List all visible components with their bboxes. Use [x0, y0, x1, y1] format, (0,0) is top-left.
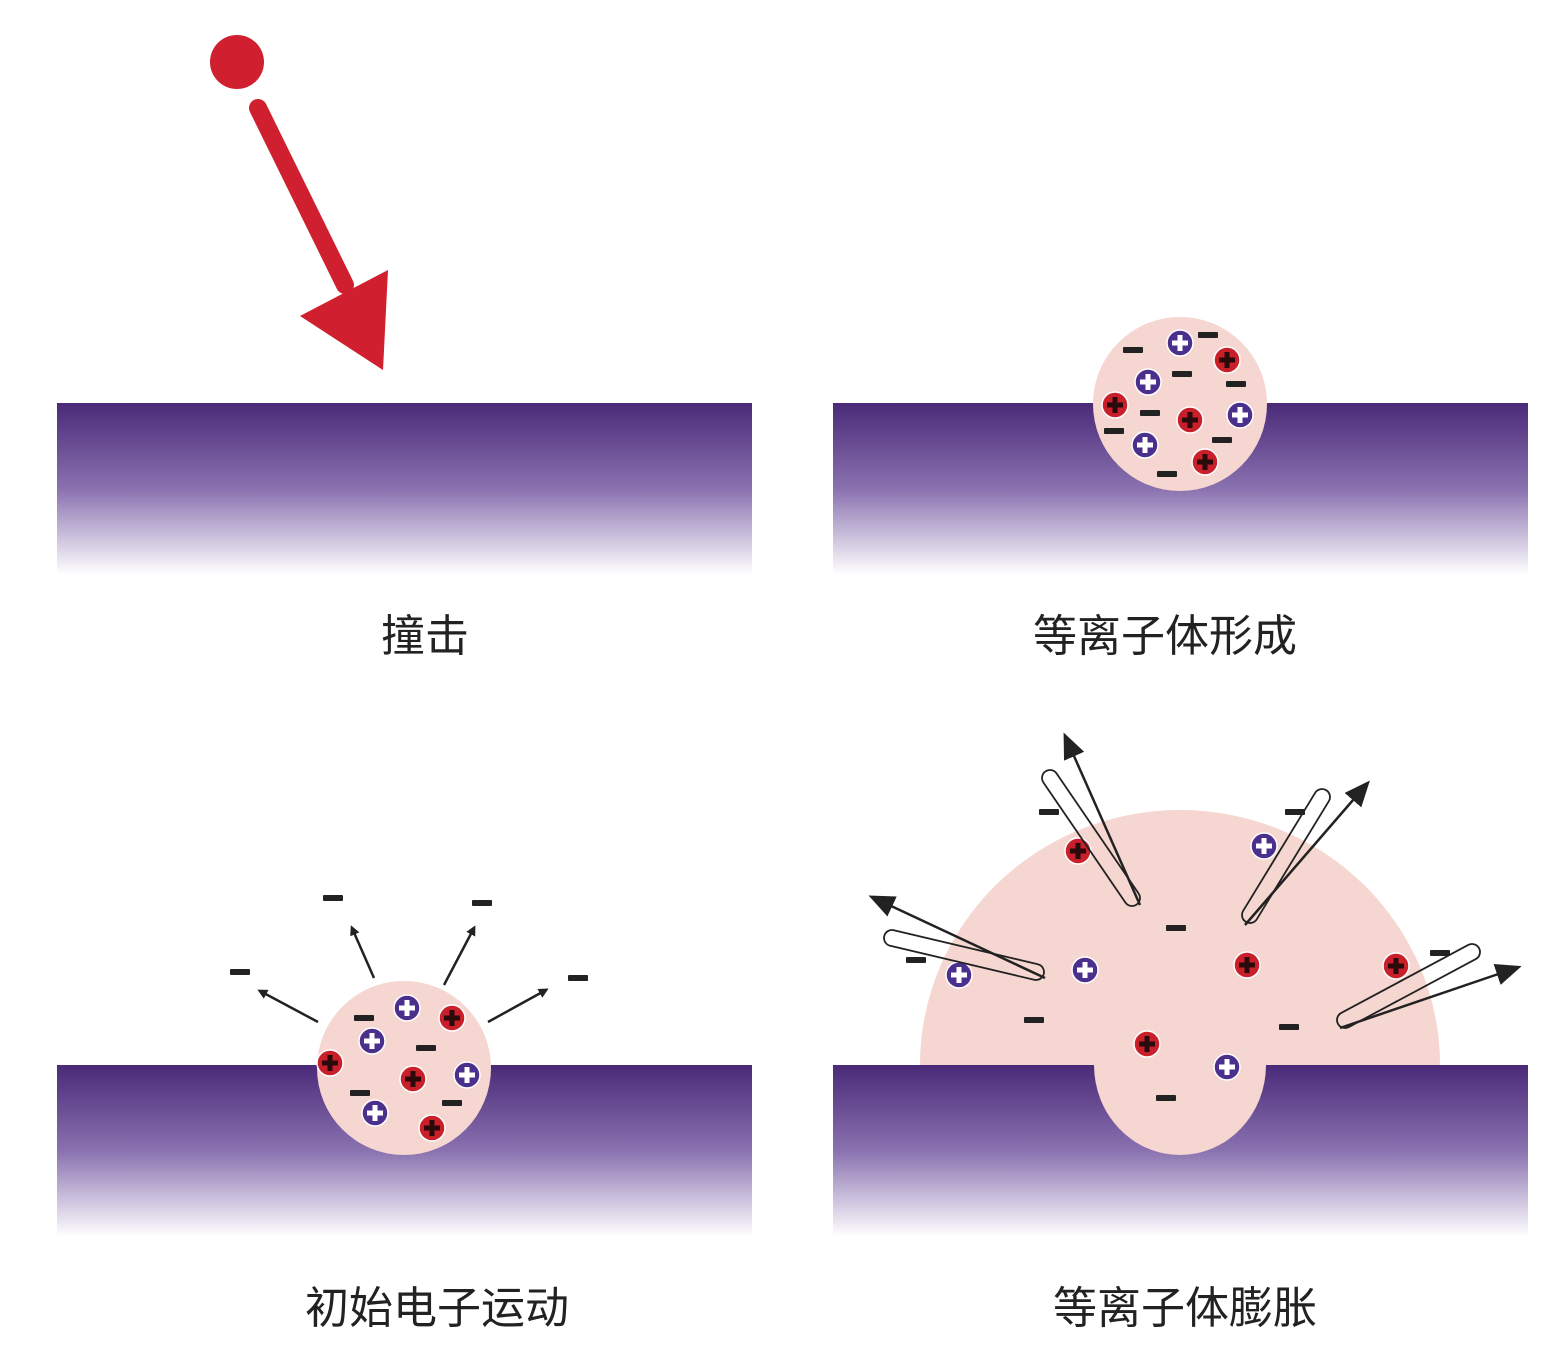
electron-minus: [1123, 347, 1143, 353]
positive-ion-red: [316, 1049, 344, 1077]
positive-ion-blue: [1213, 1053, 1241, 1081]
positive-ion-red: [418, 1114, 446, 1142]
positive-ion-blue: [1166, 329, 1194, 357]
plus-icon: [1224, 352, 1230, 368]
electron-minus: [1140, 410, 1160, 416]
plus-icon: [1144, 1036, 1150, 1052]
positive-ion-red: [1213, 346, 1241, 374]
electron-minus: [1157, 471, 1177, 477]
positive-ion-blue: [393, 994, 421, 1022]
trajectory-arrow: [442, 925, 476, 986]
plus-icon: [1145, 374, 1151, 390]
electron-path-loop: [1041, 769, 1141, 907]
plasma-crater: [1094, 975, 1266, 1155]
electron-minus: [1198, 332, 1218, 338]
trajectory-arrow: [487, 988, 549, 1024]
plus-icon: [410, 1071, 416, 1087]
plus-icon: [429, 1120, 435, 1136]
plus-icon: [1261, 838, 1267, 854]
plus-icon: [1187, 412, 1193, 428]
electron-minus: [230, 969, 250, 975]
positive-ion-blue: [361, 1099, 389, 1127]
plus-icon: [1244, 957, 1250, 973]
positive-ion-blue: [453, 1061, 481, 1089]
electron-minus: [323, 895, 343, 901]
plus-icon: [372, 1105, 378, 1121]
plus-icon: [956, 967, 962, 983]
positive-ion-red: [1233, 951, 1261, 979]
positive-ion-red: [1191, 448, 1219, 476]
panel-label-plasma-expansion: 等离子体膨胀: [1053, 1283, 1317, 1334]
plasma-dome: [920, 810, 1440, 1065]
plus-icon: [1237, 407, 1243, 423]
trajectory-arrow: [257, 989, 319, 1024]
positive-ion-blue: [1226, 401, 1254, 429]
plus-icon: [1075, 843, 1081, 859]
positive-ion-red: [399, 1065, 427, 1093]
plus-icon: [464, 1067, 470, 1083]
panel-label-impact: 撞击: [381, 611, 469, 662]
positive-ion-blue: [358, 1027, 386, 1055]
electron-minus: [442, 1100, 462, 1106]
plus-icon: [1177, 335, 1183, 351]
plus-icon: [404, 1000, 410, 1016]
plus-icon: [1393, 958, 1399, 974]
electron-minus: [1039, 809, 1059, 815]
electron-minus: [1104, 428, 1124, 434]
electron-minus: [1226, 381, 1246, 387]
positive-ion-blue: [1071, 956, 1099, 984]
trajectory-arrow: [1339, 964, 1522, 1030]
plus-icon: [1224, 1059, 1230, 1075]
electron-minus: [1166, 925, 1186, 931]
electron-minus: [1172, 371, 1192, 377]
plus-icon: [1082, 962, 1088, 978]
panel-label-initial-electron-motion: 初始电子运动: [305, 1283, 569, 1334]
plus-icon: [369, 1033, 375, 1049]
substrate: [57, 403, 752, 575]
electron-minus: [568, 975, 588, 981]
panel-label-plasma-formation: 等离子体形成: [1033, 611, 1297, 662]
positive-ion-red: [438, 1004, 466, 1032]
trajectory-arrow: [1063, 732, 1142, 906]
positive-ion-red: [1064, 837, 1092, 865]
electron-minus: [1156, 1095, 1176, 1101]
positive-ion-blue: [1131, 431, 1159, 459]
electron-minus: [354, 1015, 374, 1021]
electron-path-loop: [883, 929, 1045, 981]
electron-minus: [472, 900, 492, 906]
plus-icon: [1202, 454, 1208, 470]
plus-icon: [1142, 437, 1148, 453]
plus-icon: [1112, 397, 1118, 413]
positive-ion-blue: [1250, 832, 1278, 860]
electron-minus: [1285, 809, 1305, 815]
plus-icon: [449, 1010, 455, 1026]
positive-ion-blue: [1134, 368, 1162, 396]
electron-path-loop: [1241, 788, 1331, 924]
projectile-arrow-head: [300, 270, 388, 370]
projectile-particle: [210, 35, 264, 89]
positive-ion-blue: [945, 961, 973, 989]
electron-minus: [350, 1090, 370, 1096]
trajectory-arrow: [350, 925, 376, 979]
electron-minus: [906, 957, 926, 963]
electron-minus: [1430, 950, 1450, 956]
positive-ion-red: [1176, 406, 1204, 434]
electron-minus: [1212, 437, 1232, 443]
trajectory-arrow: [868, 895, 1046, 980]
trajectory-arrow: [1244, 780, 1370, 926]
electron-minus: [1024, 1017, 1044, 1023]
positive-ion-red: [1101, 391, 1129, 419]
positive-ion-red: [1382, 952, 1410, 980]
electron-path-loop: [1336, 943, 1481, 1029]
electron-minus: [1279, 1024, 1299, 1030]
electron-minus: [416, 1045, 436, 1051]
projectile-arrow-shaft: [249, 99, 354, 294]
positive-ion-red: [1133, 1030, 1161, 1058]
plus-icon: [327, 1055, 333, 1071]
